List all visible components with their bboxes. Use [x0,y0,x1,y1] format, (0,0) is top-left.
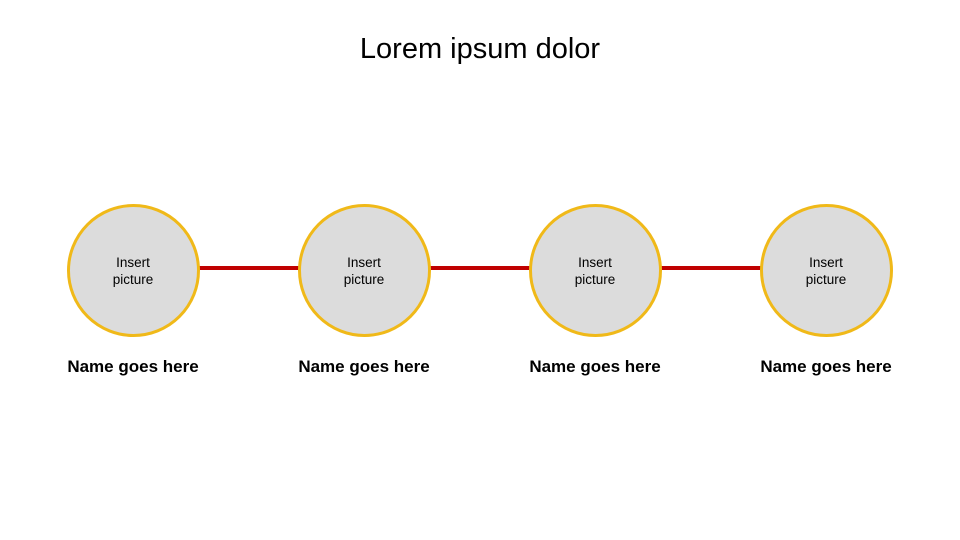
picture-placeholder-circle-3[interactable]: Insert picture [528,204,662,337]
node-label-2[interactable]: Name goes here [298,357,430,376]
picture-placeholder-text-2: Insert picture [344,254,385,288]
picture-placeholder-circle-4[interactable]: Insert picture [759,204,893,337]
connector-3-4 [595,266,826,270]
placeholder-line-2: picture [574,271,616,287]
node-label-3[interactable]: Name goes here [529,357,661,376]
node-label-4[interactable]: Name goes here [760,357,892,376]
picture-placeholder-text-4: Insert picture [806,254,847,288]
placeholder-line-1: Insert [809,254,843,270]
connector-2-3 [364,266,595,270]
placeholder-line-1: Insert [347,254,381,270]
connector-1-2 [133,266,364,270]
picture-placeholder-text-1: Insert picture [113,254,154,288]
picture-placeholder-circle-1[interactable]: Insert picture [66,204,200,337]
placeholder-line-1: Insert [116,254,150,270]
placeholder-line-1: Insert [578,254,612,270]
placeholder-line-2: picture [343,271,385,287]
picture-placeholder-circle-2[interactable]: Insert picture [297,204,431,337]
placeholder-line-2: picture [112,271,154,287]
picture-placeholder-text-3: Insert picture [575,254,616,288]
placeholder-line-2: picture [805,271,847,287]
node-label-1[interactable]: Name goes here [67,357,199,376]
page-title: Lorem ipsum dolor [359,33,601,65]
